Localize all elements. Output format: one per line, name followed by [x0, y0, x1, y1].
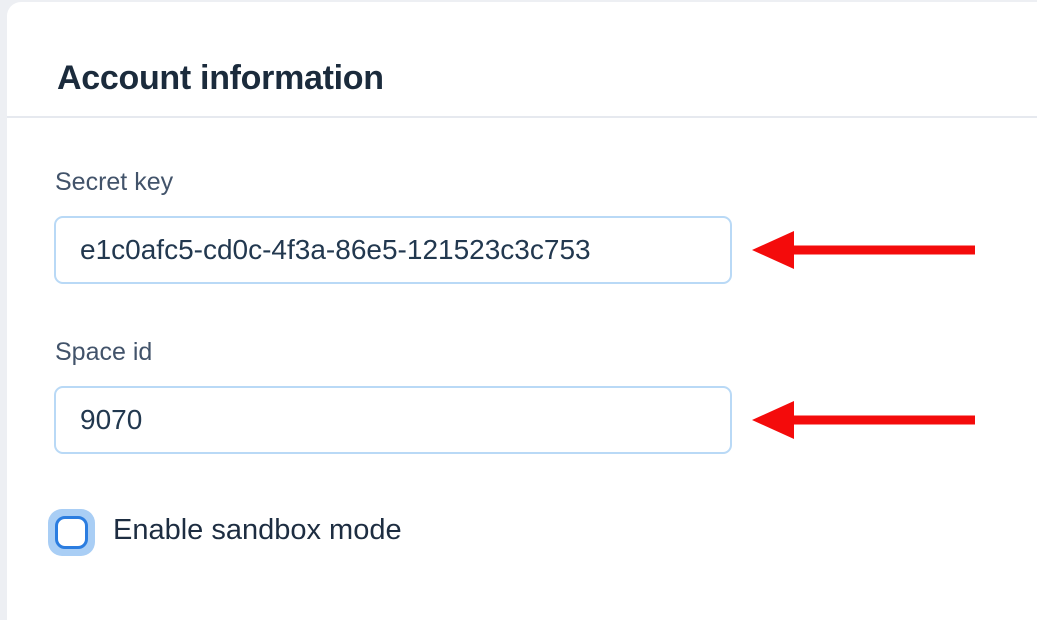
red-arrow-secret-key-icon	[748, 228, 978, 272]
space-id-input[interactable]	[54, 386, 732, 454]
header-divider	[7, 116, 1037, 118]
enable-sandbox-label: Enable sandbox mode	[113, 514, 402, 546]
secret-key-label: Secret key	[55, 168, 174, 196]
checkbox-box	[55, 516, 88, 549]
red-arrow-space-id-icon	[748, 398, 978, 442]
page-title: Account information	[57, 58, 384, 97]
enable-sandbox-checkbox[interactable]	[48, 509, 95, 556]
secret-key-input[interactable]	[54, 216, 732, 284]
account-information-card	[7, 2, 1037, 620]
space-id-label: Space id	[55, 338, 153, 366]
